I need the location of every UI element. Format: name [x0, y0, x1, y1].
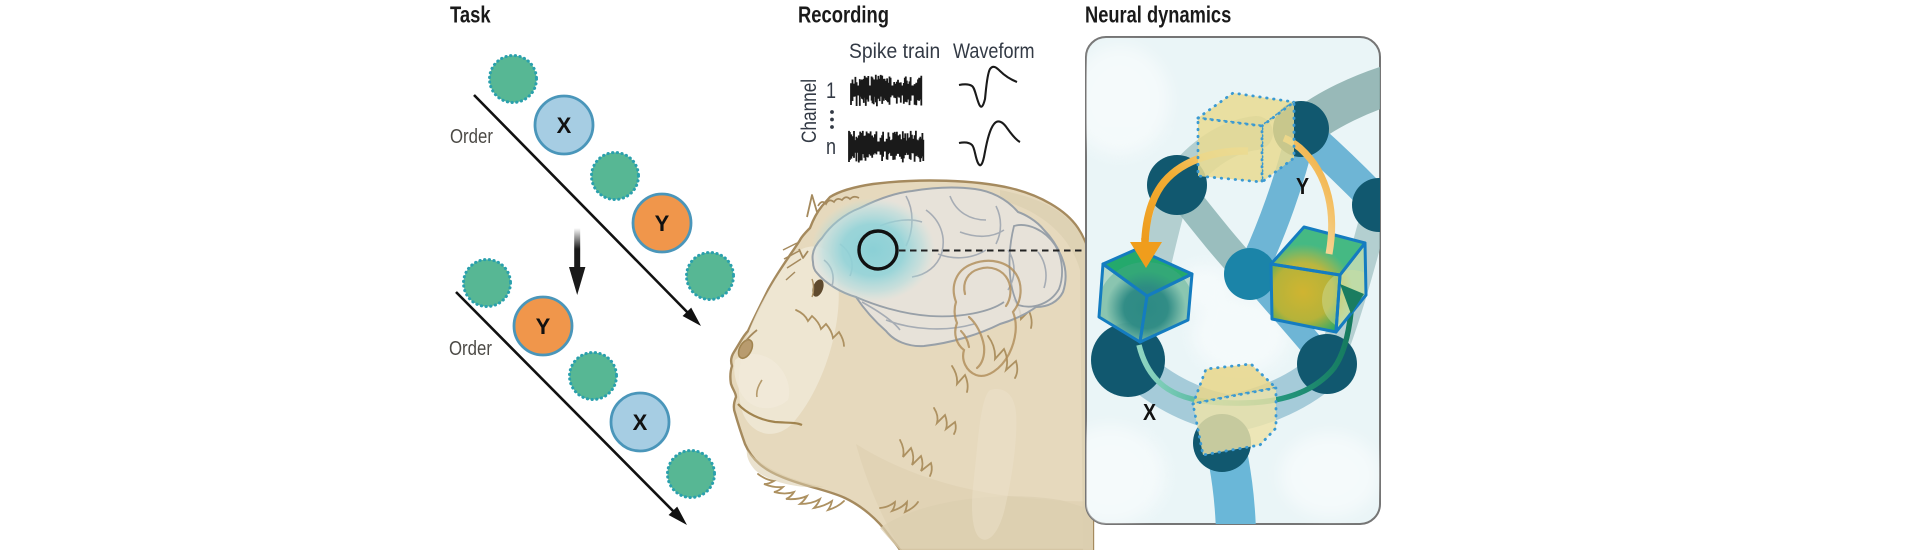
svg-text:Y: Y: [536, 314, 551, 339]
svg-text:Waveform: Waveform: [953, 40, 1035, 64]
svg-text:Channel: Channel: [799, 79, 822, 143]
svg-text:X: X: [1143, 400, 1157, 426]
svg-text:1: 1: [826, 79, 836, 103]
svg-text:Neural dynamics: Neural dynamics: [1085, 3, 1231, 28]
svg-text:Y: Y: [1296, 174, 1309, 200]
svg-text:X: X: [557, 113, 572, 138]
svg-text:Order: Order: [450, 125, 493, 148]
svg-text:X: X: [633, 410, 648, 435]
svg-text:Y: Y: [655, 211, 670, 236]
svg-text:n: n: [826, 135, 836, 159]
svg-text:Spike train: Spike train: [849, 40, 940, 63]
svg-text:Task: Task: [450, 3, 491, 28]
svg-text:Order: Order: [449, 337, 492, 360]
svg-text:Recording: Recording: [798, 3, 889, 28]
